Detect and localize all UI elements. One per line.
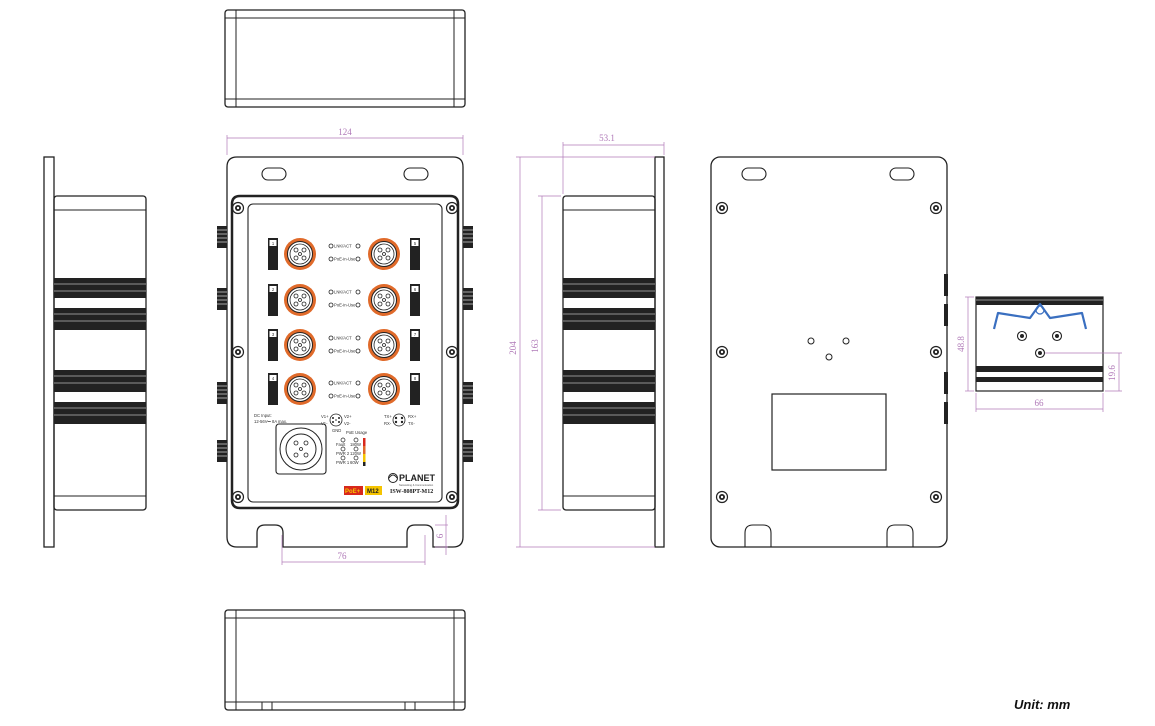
port-number: 4 — [272, 376, 275, 381]
dim-slot-spacing: 76 — [338, 551, 348, 561]
led-120w: 120W — [350, 451, 361, 456]
poe-usage-title: PoE Usage — [346, 430, 368, 435]
led-label-link: LNK/ACT — [334, 381, 352, 386]
pin-rx-minus: RX- — [384, 421, 392, 426]
dc-input-label: DC Input: — [254, 413, 272, 418]
din-dimensions: 48.8 19.6 66 — [956, 296, 1122, 412]
port-3: 3 LNK/ACT PoE-in-Use — [268, 328, 361, 362]
front-dimensions: 124 76 6 — [226, 127, 464, 565]
led-label-poe: PoE-in-Use — [334, 394, 356, 399]
led-pwr2: PWR 2 — [336, 451, 350, 456]
pin-v2-plus: V2+ — [344, 414, 352, 419]
dim-side-height-body: 163 — [530, 339, 540, 353]
dim-din-width: 66 — [1035, 398, 1045, 408]
brand-logo: PLANET — [399, 473, 436, 483]
port-number: 1 — [272, 241, 275, 246]
port-number: 6 — [414, 287, 417, 292]
console-area: TX+ RX- RX+ TX- — [384, 413, 417, 427]
port-number: 3 — [272, 332, 275, 337]
pin-gnd: GND — [332, 428, 341, 433]
left-side-view — [43, 156, 147, 548]
back-view — [710, 156, 948, 548]
led-label-poe: PoE-in-Use — [334, 303, 356, 308]
left-side-fins — [54, 278, 146, 424]
port-6: 6 — [367, 283, 420, 317]
dc-input-area: DC Input: 12-56V⎓ 8A max. V1+ V1- V2+ V2… — [254, 413, 352, 433]
port-2: 2 LNK/ACT PoE-in-Use — [268, 283, 361, 317]
dim-din-hole-offset: 19.6 — [1107, 365, 1117, 381]
led-label-poe: PoE-in-Use — [334, 257, 356, 262]
dim-din-height: 48.8 — [956, 336, 966, 352]
dim-side-depth: 53.1 — [599, 133, 615, 143]
pin-tx-plus: TX+ — [384, 414, 392, 419]
m12-badge: M12 — [367, 489, 379, 495]
din-rail-clip — [975, 296, 1104, 392]
port-5: 5 — [367, 237, 420, 271]
unit-label: Unit: mm — [1014, 697, 1071, 712]
back-edge-ridges — [944, 274, 948, 424]
port-8: 8 — [367, 372, 420, 406]
led-180w: 180W — [350, 442, 361, 447]
led-label-poe: PoE-in-Use — [334, 349, 356, 354]
port-1: 1 LNK/ACT PoE-in-Use — [268, 237, 361, 271]
port-7: 7 — [367, 328, 420, 362]
port-number: 7 — [414, 332, 417, 337]
led-60w: 60W — [350, 460, 359, 465]
brand-tagline: Networking & Communication — [399, 483, 434, 487]
power-connector — [275, 423, 327, 475]
dc-input-range: 12-56V⎓ 8A max. — [254, 419, 287, 424]
right-side-view — [562, 156, 665, 548]
port-number: 5 — [414, 241, 417, 246]
dim-side-height-total: 204 — [508, 341, 518, 355]
led-label-link: LNK/ACT — [334, 290, 352, 295]
pin-v1-minus: V1- — [321, 421, 328, 426]
brand-area: PLANET Networking & Communication PoE+ M… — [344, 473, 436, 495]
led-pwr1: PWR 1 — [336, 460, 350, 465]
poe-plus-badge: PoE+ — [345, 489, 361, 495]
led-label-link: LNK/ACT — [334, 336, 352, 341]
poe-usage-area: PoE Usage Fault PWR 2 PWR 1 180W 120W 60… — [336, 430, 368, 466]
port-4: 4 LNK/ACT PoE-in-Use — [268, 372, 361, 406]
top-view — [224, 9, 466, 108]
side-dimensions: 53.1 204 163 — [508, 133, 665, 548]
dim-slot-height: 6 — [435, 533, 445, 538]
bottom-view — [224, 609, 466, 711]
pin-v2-minus: V2- — [344, 421, 351, 426]
led-label-link: LNK/ACT — [334, 244, 352, 249]
led-fault: Fault — [336, 442, 346, 447]
port-number: 2 — [272, 287, 275, 292]
port-number: 8 — [414, 376, 417, 381]
pin-rx-plus: RX+ — [408, 414, 417, 419]
dim-front-width: 124 — [338, 127, 352, 137]
front-view — [216, 156, 474, 548]
pin-v1-plus: V1+ — [321, 414, 329, 419]
right-side-fins — [563, 278, 655, 424]
pin-tx-minus: TX- — [408, 421, 415, 426]
model-label: ISW-808PT-M12 — [390, 489, 433, 495]
